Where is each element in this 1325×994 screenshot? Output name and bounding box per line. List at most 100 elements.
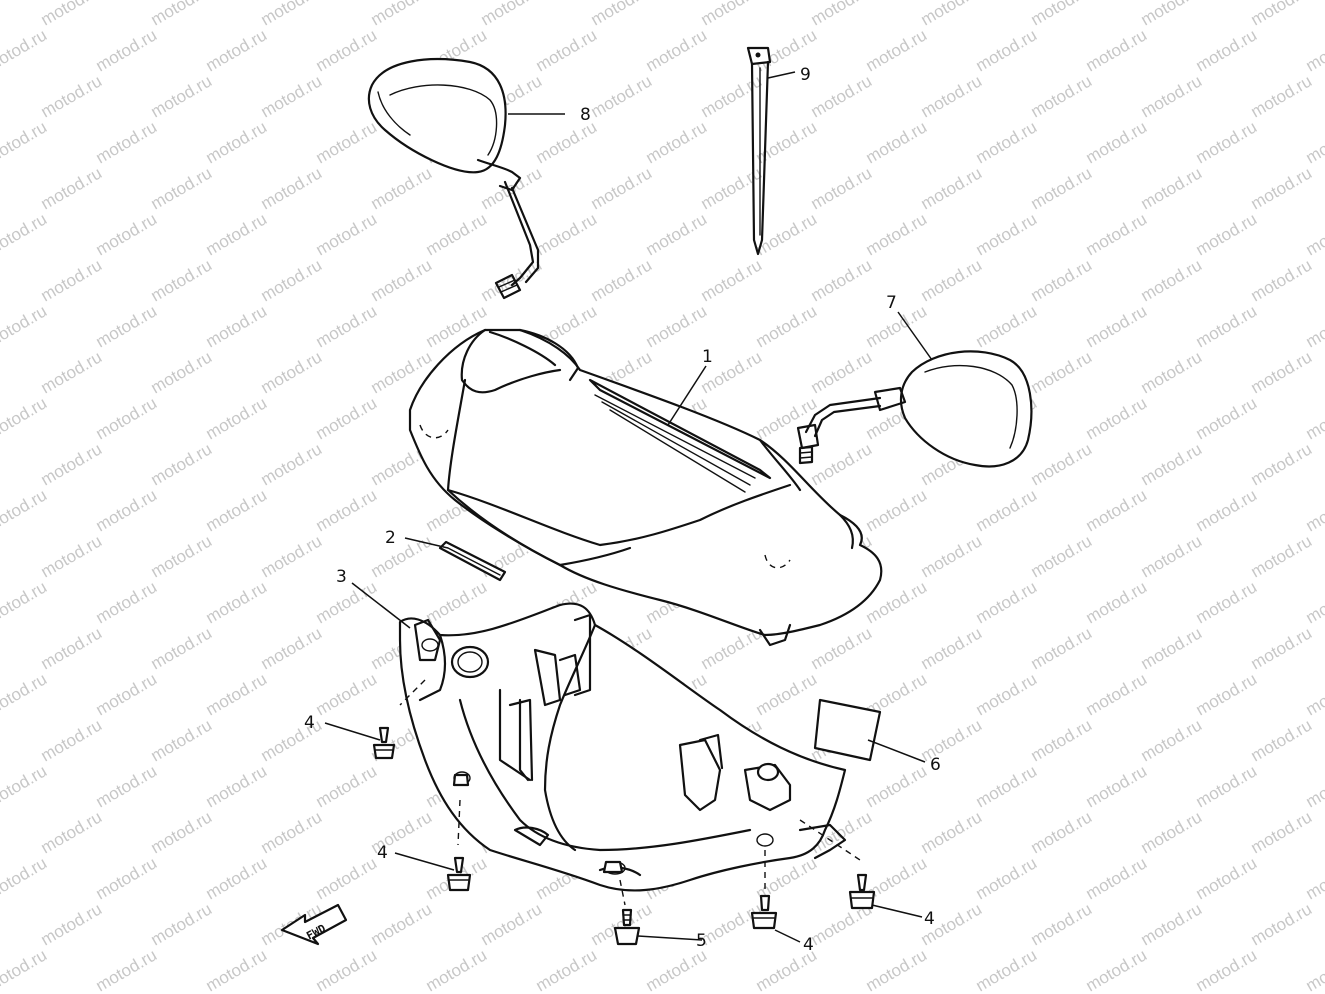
watermark-text: motod.ru	[38, 715, 106, 765]
watermark-text: motod.ru	[1303, 209, 1325, 259]
watermark-text: motod.ru	[368, 0, 436, 29]
watermark-text: motod.ru	[148, 163, 216, 213]
watermark-text: motod.ru	[1248, 623, 1316, 673]
watermark-text: motod.ru	[643, 25, 711, 75]
watermark-text: motod.ru	[973, 945, 1041, 994]
watermark-text: motod.ru	[0, 25, 50, 75]
watermark-text: motod.ru	[93, 25, 161, 75]
watermark-text: motod.ru	[1193, 485, 1261, 535]
watermark-text: motod.ru	[973, 25, 1041, 75]
watermark-text: motod.ru	[643, 301, 711, 351]
watermark-text: motod.ru	[698, 163, 766, 213]
callout-4-lower-left: 4	[377, 843, 388, 863]
watermark-text: motod.ru	[313, 853, 381, 903]
watermark-text: motod.ru	[1303, 25, 1325, 75]
watermark-text: motod.ru	[1083, 209, 1151, 259]
callout-7: 7	[886, 293, 897, 313]
watermark-text: motod.ru	[93, 945, 161, 994]
watermark-text: motod.ru	[918, 807, 986, 857]
watermark-text: motod.ru	[0, 853, 50, 903]
watermark-text: motod.ru	[533, 209, 601, 259]
watermark-text: motod.ru	[93, 761, 161, 811]
watermark-text: motod.ru	[1083, 393, 1151, 443]
watermark-text: motod.ru	[1193, 209, 1261, 259]
watermark-text: motod.ru	[918, 623, 986, 673]
watermark-text: motod.ru	[698, 71, 766, 121]
watermark-text: motod.ru	[93, 117, 161, 167]
watermark-text: motod.ru	[1193, 853, 1261, 903]
watermark-text: motod.ru	[148, 899, 216, 949]
watermark-text: motod.ru	[0, 209, 50, 259]
watermark-text: motod.ru	[258, 347, 326, 397]
watermark-text: motod.ru	[753, 669, 821, 719]
watermark-text: motod.ru	[0, 393, 50, 443]
watermark-text: motod.ru	[1303, 117, 1325, 167]
part-9-cable-tie	[746, 46, 772, 256]
part-2-strip	[438, 540, 507, 582]
watermark-text: motod.ru	[1138, 347, 1206, 397]
watermark-text: motod.ru	[258, 71, 326, 121]
watermark-text: motod.ru	[368, 163, 436, 213]
watermark-text: motod.ru	[148, 347, 216, 397]
watermark-text: motod.ru	[1193, 669, 1261, 719]
fasteners	[372, 679, 876, 946]
watermark-text: motod.ru	[588, 255, 656, 305]
watermark-text: motod.ru	[973, 761, 1041, 811]
watermark-text: motod.ru	[1028, 807, 1096, 857]
watermark-text: motod.ru	[0, 761, 50, 811]
watermark-text: motod.ru	[1028, 71, 1096, 121]
watermark-text: motod.ru	[93, 669, 161, 719]
watermark-text: motod.ru	[1303, 761, 1325, 811]
watermark-text: motod.ru	[148, 439, 216, 489]
watermark-text: motod.ru	[313, 393, 381, 443]
watermark-text: motod.ru	[1083, 761, 1151, 811]
watermark-text: motod.ru	[1303, 485, 1325, 535]
watermark-text: motod.ru	[1138, 623, 1206, 673]
watermark-text: motod.ru	[1138, 807, 1206, 857]
watermark-text: motod.ru	[973, 853, 1041, 903]
watermark-text: motod.ru	[808, 0, 876, 29]
watermark-text: motod.ru	[973, 301, 1041, 351]
watermark-text: motod.ru	[258, 715, 326, 765]
watermark-text: motod.ru	[0, 577, 50, 627]
watermark-text: motod.ru	[863, 945, 931, 994]
watermark-text: motod.ru	[533, 25, 601, 75]
watermark-text: motod.ru	[973, 209, 1041, 259]
watermark-text: motod.ru	[1028, 255, 1096, 305]
watermark-text: motod.ru	[258, 439, 326, 489]
watermark-text: motod.ru	[368, 531, 436, 581]
watermark-text: motod.ru	[588, 0, 656, 29]
watermark-text: motod.ru	[93, 577, 161, 627]
watermark-text: motod.ru	[808, 439, 876, 489]
watermark-text: motod.ru	[1028, 899, 1096, 949]
watermark-text: motod.ru	[1248, 531, 1316, 581]
watermark-text: motod.ru	[1138, 163, 1206, 213]
watermark-text: motod.ru	[808, 347, 876, 397]
watermark-text: motod.ru	[258, 163, 326, 213]
part-1-handlebar-cover	[408, 328, 883, 647]
watermark-text: motod.ru	[1083, 117, 1151, 167]
watermark-text: motod.ru	[313, 25, 381, 75]
callout-4-upper-left: 4	[304, 713, 315, 733]
watermark-text: motod.ru	[918, 255, 986, 305]
watermark-text: motod.ru	[148, 255, 216, 305]
watermark-text: motod.ru	[918, 71, 986, 121]
watermark-text: motod.ru	[1028, 347, 1096, 397]
watermark-text: motod.ru	[313, 669, 381, 719]
watermark-text: motod.ru	[313, 301, 381, 351]
watermark-text: motod.ru	[93, 853, 161, 903]
watermark-text: motod.ru	[808, 163, 876, 213]
watermark-text: motod.ru	[203, 117, 271, 167]
part-8-left-mirror	[367, 58, 540, 300]
watermark-text: motod.ru	[258, 255, 326, 305]
watermark-text: motod.ru	[38, 71, 106, 121]
watermark-text: motod.ru	[1083, 25, 1151, 75]
watermark-text: motod.ru	[313, 117, 381, 167]
watermark-text: motod.ru	[0, 117, 50, 167]
watermark-text: motod.ru	[753, 393, 821, 443]
callout-3: 3	[336, 567, 347, 587]
watermark-text: motod.ru	[1083, 577, 1151, 627]
watermark-text: motod.ru	[643, 209, 711, 259]
